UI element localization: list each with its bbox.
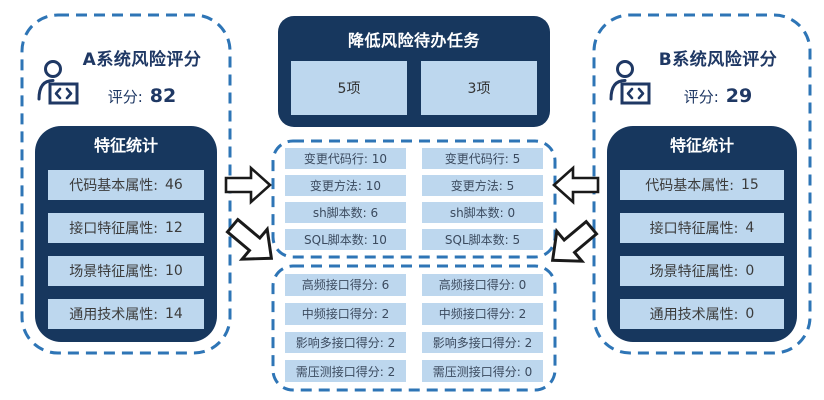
change-stats-dashed-border <box>271 139 557 259</box>
stat-row-code-basic: 代码基本属性: 46 <box>48 170 204 200</box>
stat-row-scenario-feature: 场景特征属性: 10 <box>48 256 204 286</box>
score-label: 评分: <box>107 88 143 106</box>
risk-reduction-tasks-panel: 降低风险待办任务 5项 3项 <box>278 16 550 127</box>
change-stat-b: 变更代码行: 5 <box>422 148 543 169</box>
stat-row-interface-feature: 接口特征属性: 12 <box>48 213 204 243</box>
interface-score-a: 影响多接口得分: 2 <box>285 331 406 354</box>
interface-scores-dashed-border <box>271 264 557 392</box>
stat-row-general-tech: 通用技术属性: 14 <box>48 299 204 329</box>
stats-title: 特征统计 <box>669 136 734 155</box>
change-stat-a: 变更方法: 10 <box>285 175 406 196</box>
system-b-panel: B系统风险评分 评分: 29 特征统计 代码基本属性: 15 接口特征属性: 4 … <box>592 13 812 355</box>
developer-at-computer-icon <box>36 59 80 109</box>
task-boxes: 5项 3项 <box>278 61 550 115</box>
stat-label: 代码基本属性: <box>69 178 158 194</box>
interface-scores-panel: 高频接口得分: 6 高频接口得分: 0 中频接口得分: 2 中频接口得分: 2 … <box>271 264 557 392</box>
stat-value: 0 <box>745 306 755 322</box>
stat-row-scenario-feature: 场景特征属性: 0 <box>620 256 784 286</box>
system-a-stats-panel: 特征统计 代码基本属性: 46 接口特征属性: 12 场景特征属性: 10 通用… <box>35 126 217 342</box>
stat-value: 46 <box>164 177 183 193</box>
change-stat-b: 变更方法: 5 <box>422 175 543 196</box>
interface-score-b: 影响多接口得分: 2 <box>422 331 543 354</box>
stat-value: 14 <box>164 306 183 322</box>
interface-score-a: 中频接口得分: 2 <box>285 302 406 325</box>
system-a-score: 评分: 82 <box>60 85 224 107</box>
score-label: 评分: <box>683 88 719 106</box>
stat-label: 接口特征属性: <box>69 221 158 237</box>
stat-label: 通用技术属性: <box>649 307 739 323</box>
interface-score-a: 高频接口得分: 6 <box>285 274 406 296</box>
developer-at-computer-icon <box>608 59 652 109</box>
block-arrow-down-left-icon <box>536 209 608 280</box>
tasks-title: 降低风险待办任务 <box>347 31 480 50</box>
interface-score-b: 需压测接口得分: 0 <box>422 360 543 382</box>
interface-score-b: 高频接口得分: 0 <box>422 274 543 296</box>
block-arrow-down-right-icon <box>216 207 288 278</box>
stat-value: 0 <box>745 263 755 279</box>
change-stat-a: SQL脚本数: 10 <box>285 229 406 250</box>
task-count-b: 3项 <box>421 61 537 115</box>
stat-label: 场景特征属性: <box>649 264 739 280</box>
change-stat-a: 变更代码行: 10 <box>285 148 406 169</box>
change-stats-grid: 变更代码行: 10 变更代码行: 5 变更方法: 10 变更方法: 5 sh脚本… <box>271 139 557 259</box>
system-b-stats-panel: 特征统计 代码基本属性: 15 接口特征属性: 4 场景特征属性: 0 通用技术… <box>607 126 797 342</box>
change-stats-panel: 变更代码行: 10 变更代码行: 5 变更方法: 10 变更方法: 5 sh脚本… <box>271 139 557 259</box>
task-count-a: 5项 <box>291 61 407 115</box>
system-b-score: 评分: 29 <box>632 85 804 107</box>
stat-label: 代码基本属性: <box>645 178 734 194</box>
system-b-title: B系统风险评分 <box>658 50 778 70</box>
score-value: 82 <box>149 85 177 107</box>
stat-value: 10 <box>164 263 183 279</box>
stat-label: 接口特征属性: <box>649 221 739 237</box>
system-a-panel: A系统风险评分 评分: 82 特征统计 代码基本属性: 46 接口特征属性: 12… <box>20 13 232 355</box>
block-arrow-left-icon <box>552 165 600 205</box>
block-arrow-right-icon <box>224 165 272 205</box>
change-stat-b: sh脚本数: 0 <box>422 202 543 223</box>
stat-row-interface-feature: 接口特征属性: 4 <box>620 213 784 243</box>
stat-row-code-basic: 代码基本属性: 15 <box>620 170 784 200</box>
interface-score-a: 需压测接口得分: 2 <box>285 360 406 382</box>
stat-value: 12 <box>164 220 183 236</box>
stat-value: 15 <box>740 177 759 193</box>
stat-label: 通用技术属性: <box>69 307 158 323</box>
stat-row-general-tech: 通用技术属性: 0 <box>620 299 784 329</box>
change-stat-a: sh脚本数: 6 <box>285 202 406 223</box>
change-stat-b: SQL脚本数: 5 <box>422 229 543 250</box>
score-value: 29 <box>725 85 753 107</box>
stat-value: 4 <box>745 220 755 236</box>
stats-title: 特征统计 <box>93 136 158 155</box>
interface-scores-grid: 高频接口得分: 6 高频接口得分: 0 中频接口得分: 2 中频接口得分: 2 … <box>271 264 557 392</box>
system-a-title: A系统风险评分 <box>82 50 202 70</box>
stat-label: 场景特征属性: <box>69 264 158 280</box>
interface-score-b: 中频接口得分: 2 <box>422 302 543 325</box>
